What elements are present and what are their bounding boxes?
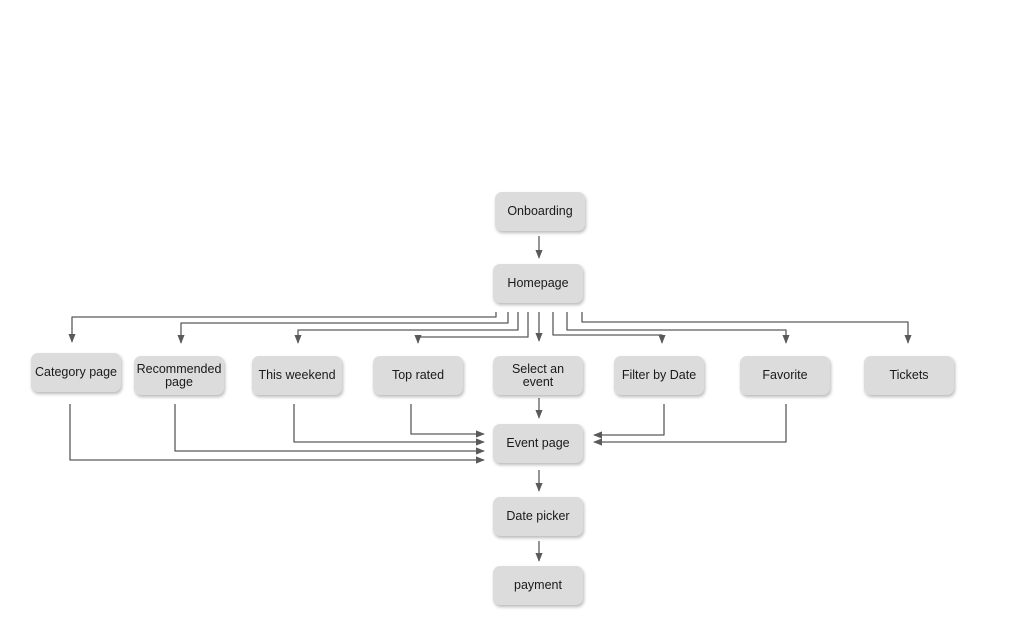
node-label: Category page	[35, 365, 118, 379]
node-label: Tickets	[889, 368, 929, 382]
edge-category-event-page	[69, 404, 485, 464]
edge-homepage-top-rated	[414, 312, 529, 344]
node-recommended-page[interactable]: Recommended page	[134, 356, 224, 395]
edge-homepage-this-weekend	[294, 312, 519, 344]
edge-homepage-favorite	[566, 312, 790, 344]
node-label: Homepage	[507, 276, 569, 290]
edge-homepage-recommended	[177, 312, 509, 344]
node-favorite[interactable]: Favorite	[740, 356, 830, 395]
edge-recommended-event-page	[174, 404, 485, 455]
edge-homepage-category	[68, 312, 497, 343]
node-label: Select an event	[511, 361, 565, 389]
edge-homepage-filter-date	[552, 312, 666, 344]
node-event-page[interactable]: Event page	[493, 424, 583, 463]
node-category-page[interactable]: Category page	[31, 353, 121, 392]
edge-top-rated-event-page	[410, 404, 485, 438]
node-label: Date picker	[506, 509, 570, 523]
node-homepage[interactable]: Homepage	[493, 264, 583, 303]
node-onboarding[interactable]: Onboarding	[495, 192, 585, 231]
edge-homepage-tickets	[581, 312, 912, 344]
edge-favorite-event-page	[593, 404, 787, 446]
node-tickets[interactable]: Tickets	[864, 356, 954, 395]
node-select-an-event[interactable]: Select an event	[493, 356, 583, 395]
edge-filter-date-event-page	[593, 404, 665, 439]
node-label: Recommended page	[136, 361, 222, 389]
node-label: payment	[514, 578, 562, 592]
node-label: Favorite	[762, 368, 808, 382]
node-label: Filter by Date	[621, 368, 697, 382]
node-date-picker[interactable]: Date picker	[493, 497, 583, 536]
node-label: Event page	[506, 436, 570, 450]
node-label: This weekend	[258, 368, 336, 382]
node-payment[interactable]: payment	[493, 566, 583, 605]
edge-this-weekend-event-page	[293, 404, 485, 446]
node-top-rated[interactable]: Top rated	[373, 356, 463, 395]
node-label: Top rated	[391, 368, 445, 382]
node-label: Onboarding	[507, 204, 573, 218]
node-filter-by-date[interactable]: Filter by Date	[614, 356, 704, 395]
node-this-weekend[interactable]: This weekend	[252, 356, 342, 395]
